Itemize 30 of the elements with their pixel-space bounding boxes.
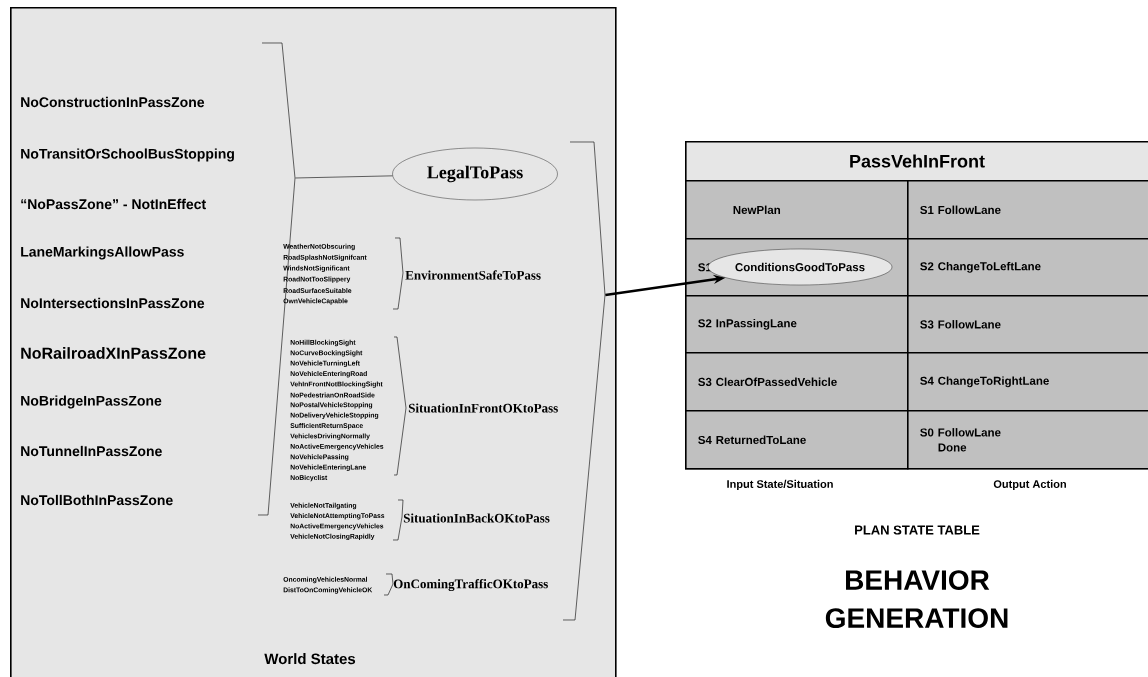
condition-label: NoTunnelInPassZone bbox=[21, 445, 162, 457]
group-label: SituationInBackOKtoPass bbox=[403, 513, 550, 523]
node-label: S4 ChangeToRightLane bbox=[920, 376, 1049, 388]
column-label: Output Action bbox=[993, 479, 1066, 491]
node-label: S2 ChangeToLeftLane bbox=[920, 261, 1041, 273]
column-label: Input State/Situation bbox=[727, 479, 833, 491]
node-label: S3 FollowLane bbox=[920, 320, 1001, 329]
table-cell: S2 InPassingLane bbox=[685, 295, 909, 354]
table-cell: S4 ChangeToRightLane bbox=[907, 352, 1148, 412]
table-cell: S2 ChangeToLeftLane bbox=[907, 238, 1148, 297]
condition-label: NoTransitOrSchoolBusStopping bbox=[21, 148, 234, 162]
table-cell: S1 FollowLane bbox=[907, 180, 1148, 240]
group-label: OnComingTrafficOKtoPass bbox=[393, 579, 548, 591]
condition-label: “NoPassZone” - NotInEffect bbox=[21, 198, 206, 210]
table-cell: S4 ReturnedToLane bbox=[685, 410, 909, 470]
table-cell: S0 FollowLane Done bbox=[907, 410, 1148, 470]
condition-label: LaneMarkingsAllowPass bbox=[21, 246, 184, 260]
condition-label: NoRailroadXInPassZone bbox=[21, 347, 206, 359]
table-cell: NewPlan bbox=[685, 180, 909, 240]
condition-label: NoTollBothInPassZone bbox=[21, 494, 173, 506]
table-cell: S3 FollowLane bbox=[907, 295, 1148, 354]
condition-label: NoBridgeInPassZone bbox=[21, 395, 162, 409]
bracket bbox=[562, 141, 606, 621]
diagram-title: BEHAVIOR GENERATION bbox=[825, 570, 1008, 628]
condition-label: NoIntersectionsInPassZone bbox=[21, 297, 205, 309]
group-label: EnvironmentSafeToPass bbox=[405, 270, 541, 280]
node-label: S1 FollowLane bbox=[920, 205, 1001, 215]
condition-label: NoConstructionInPassZone bbox=[21, 96, 205, 108]
table-caption: PLAN STATE TABLE bbox=[855, 525, 980, 535]
table-cell: S3 ClearOfPassedVehicle bbox=[685, 352, 909, 412]
